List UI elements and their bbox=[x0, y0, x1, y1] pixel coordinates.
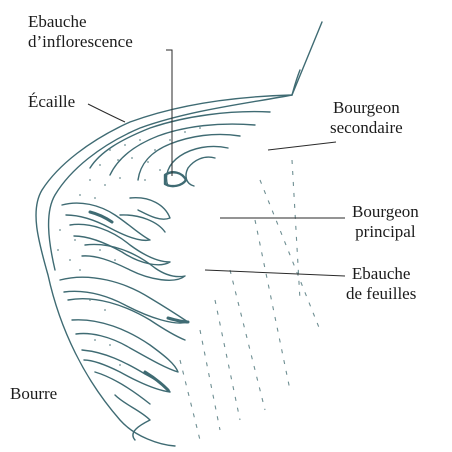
leader-inflorescence bbox=[166, 50, 172, 176]
label-bourgeon-principal-line2: principal bbox=[352, 222, 419, 242]
label-ebauche-inflorescence-line2: d’inflorescence bbox=[28, 32, 133, 52]
leaf-tip-dark-2 bbox=[145, 372, 168, 390]
bourre-outline bbox=[115, 395, 150, 440]
label-bourgeon-principal: Bourgeon principal bbox=[352, 202, 419, 242]
label-ebauche-inflorescence: Ebauche d’inflorescence bbox=[28, 12, 133, 52]
label-ebauche-inflorescence-line1: Ebauche bbox=[28, 12, 133, 32]
lower-leaf-1 bbox=[60, 277, 188, 323]
leader-bourgeon-secondaire bbox=[268, 142, 336, 150]
label-ebauche-feuilles: Ebauche de feuilles bbox=[346, 264, 416, 304]
stipple-shading bbox=[57, 127, 201, 366]
label-bourgeon-secondaire-line1: Bourgeon bbox=[330, 98, 403, 118]
inflorescence-primordium bbox=[165, 172, 186, 186]
label-bourgeon-principal-line1: Bourgeon bbox=[352, 202, 419, 222]
leader-ecaille bbox=[88, 104, 125, 122]
vascular-traces bbox=[180, 160, 320, 440]
label-ebauche-feuilles-line2: de feuilles bbox=[346, 284, 416, 304]
label-bourgeon-secondaire-line2: secondaire bbox=[330, 118, 403, 138]
leaf-primordium-5 bbox=[186, 157, 215, 186]
lower-leaf-4 bbox=[82, 350, 170, 392]
leaf-primordium-3 bbox=[138, 134, 240, 180]
label-ebauche-feuilles-line1: Ebauche bbox=[346, 264, 416, 284]
scale-tip bbox=[292, 70, 300, 95]
scale-outer-outline bbox=[36, 22, 322, 446]
folded-leaf-a bbox=[62, 203, 150, 240]
label-bourre: Bourre bbox=[10, 384, 57, 404]
leaf-primordium-4 bbox=[167, 146, 229, 186]
leader-ebauche-feuilles bbox=[205, 270, 345, 276]
label-bourgeon-secondaire: Bourgeon secondaire bbox=[330, 98, 403, 138]
label-ecaille: Écaille bbox=[28, 92, 75, 112]
